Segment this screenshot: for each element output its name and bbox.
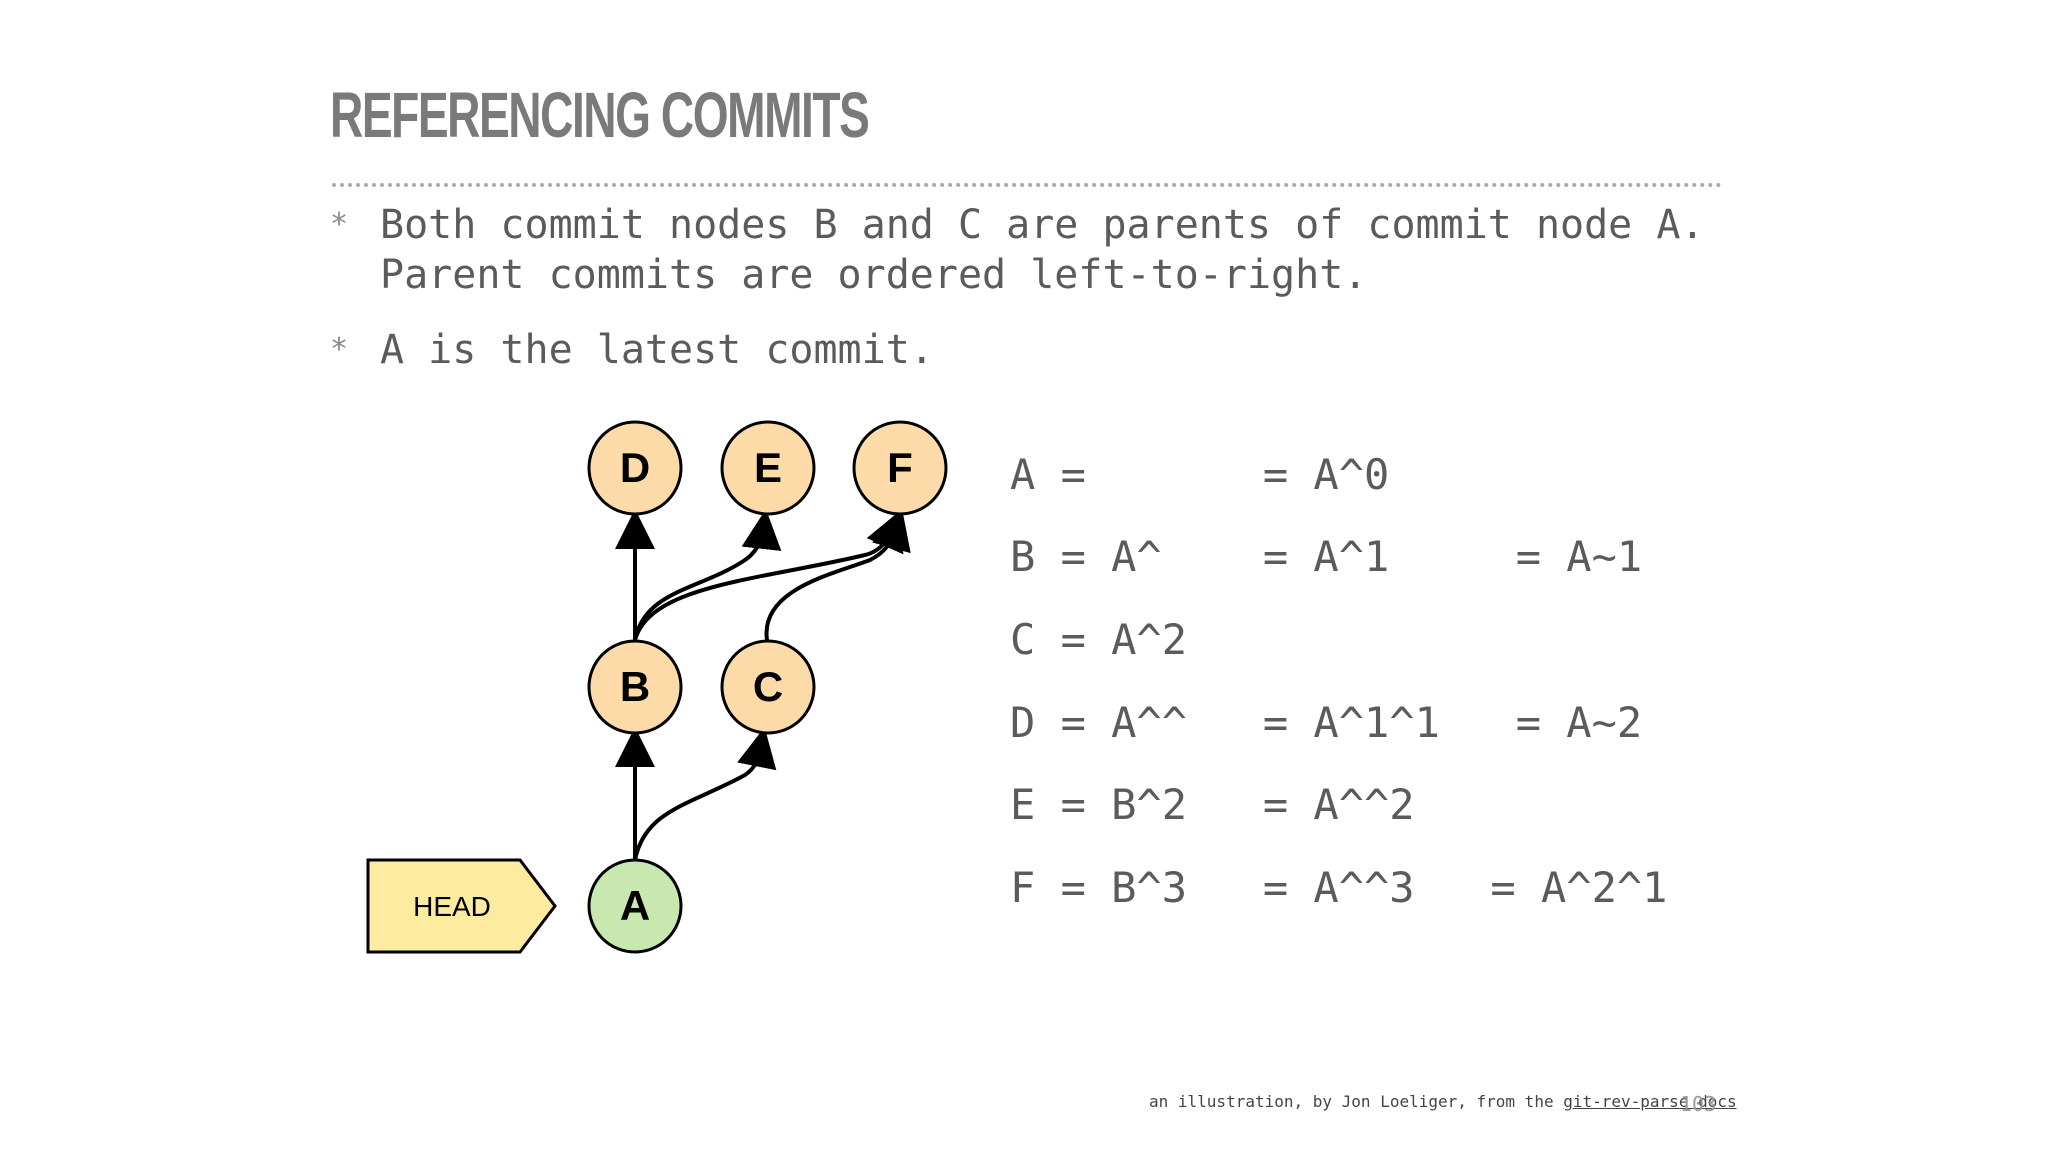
equation-row: E = B^2 = A^^2 — [1010, 780, 1415, 829]
commit-node-label: F — [887, 444, 913, 491]
commit-node-label: C — [753, 663, 783, 710]
commit-node-c: C — [720, 639, 816, 735]
bullet-marker: * — [330, 332, 349, 367]
equation-row: F = B^3 = A^^3 = A^2^1 — [1010, 863, 1668, 912]
edge-c-f — [764, 509, 911, 641]
edge-b-e — [633, 509, 782, 641]
graph-edges — [615, 509, 911, 861]
equation-row: B = A^ = A^1 = A~1 — [1010, 532, 1643, 581]
illustration-credit: an illustration, by Jon Loeliger, from t… — [1149, 1092, 1737, 1111]
commit-node-label: A — [620, 882, 650, 929]
git-rev-parse-docs-link[interactable]: git-rev-parse docs — [1563, 1092, 1737, 1111]
page-number: 103 — [1680, 1092, 1717, 1116]
bullet-point: * Both commit nodes B and C are parents … — [330, 200, 1705, 300]
commit-node-e: E — [720, 420, 816, 516]
bullet-text: Both commit nodes B and C are parents of… — [380, 202, 1705, 298]
bullet-point: * A is the latest commit. — [330, 325, 934, 375]
equation-row: D = A^^ = A^1^1 = A~2 — [1010, 698, 1643, 747]
commit-graph-diagram: HEAD D E F B C A — [366, 420, 948, 954]
bullet-text: A is the latest commit. — [380, 327, 934, 373]
equation-row: C = A^2 — [1010, 615, 1188, 664]
commit-node-d: D — [587, 420, 683, 516]
credit-text: an illustration, by Jon Loeliger, from t… — [1149, 1092, 1564, 1111]
head-label: HEAD — [413, 891, 491, 922]
commit-node-label: B — [620, 663, 650, 710]
commit-node-f: F — [852, 420, 948, 516]
commit-node-label: D — [620, 444, 650, 491]
commit-node-a: A — [587, 858, 683, 954]
title-divider — [332, 183, 1722, 187]
bullet-marker: * — [330, 207, 349, 242]
equation-row: A = = A^0 — [1010, 450, 1390, 499]
slide-title: REFERENCING COMMITS — [330, 79, 870, 151]
head-pointer: HEAD — [366, 858, 557, 954]
commit-node-label: E — [754, 444, 782, 491]
commit-node-b: B — [587, 639, 683, 735]
edge-a-c — [633, 727, 777, 861]
